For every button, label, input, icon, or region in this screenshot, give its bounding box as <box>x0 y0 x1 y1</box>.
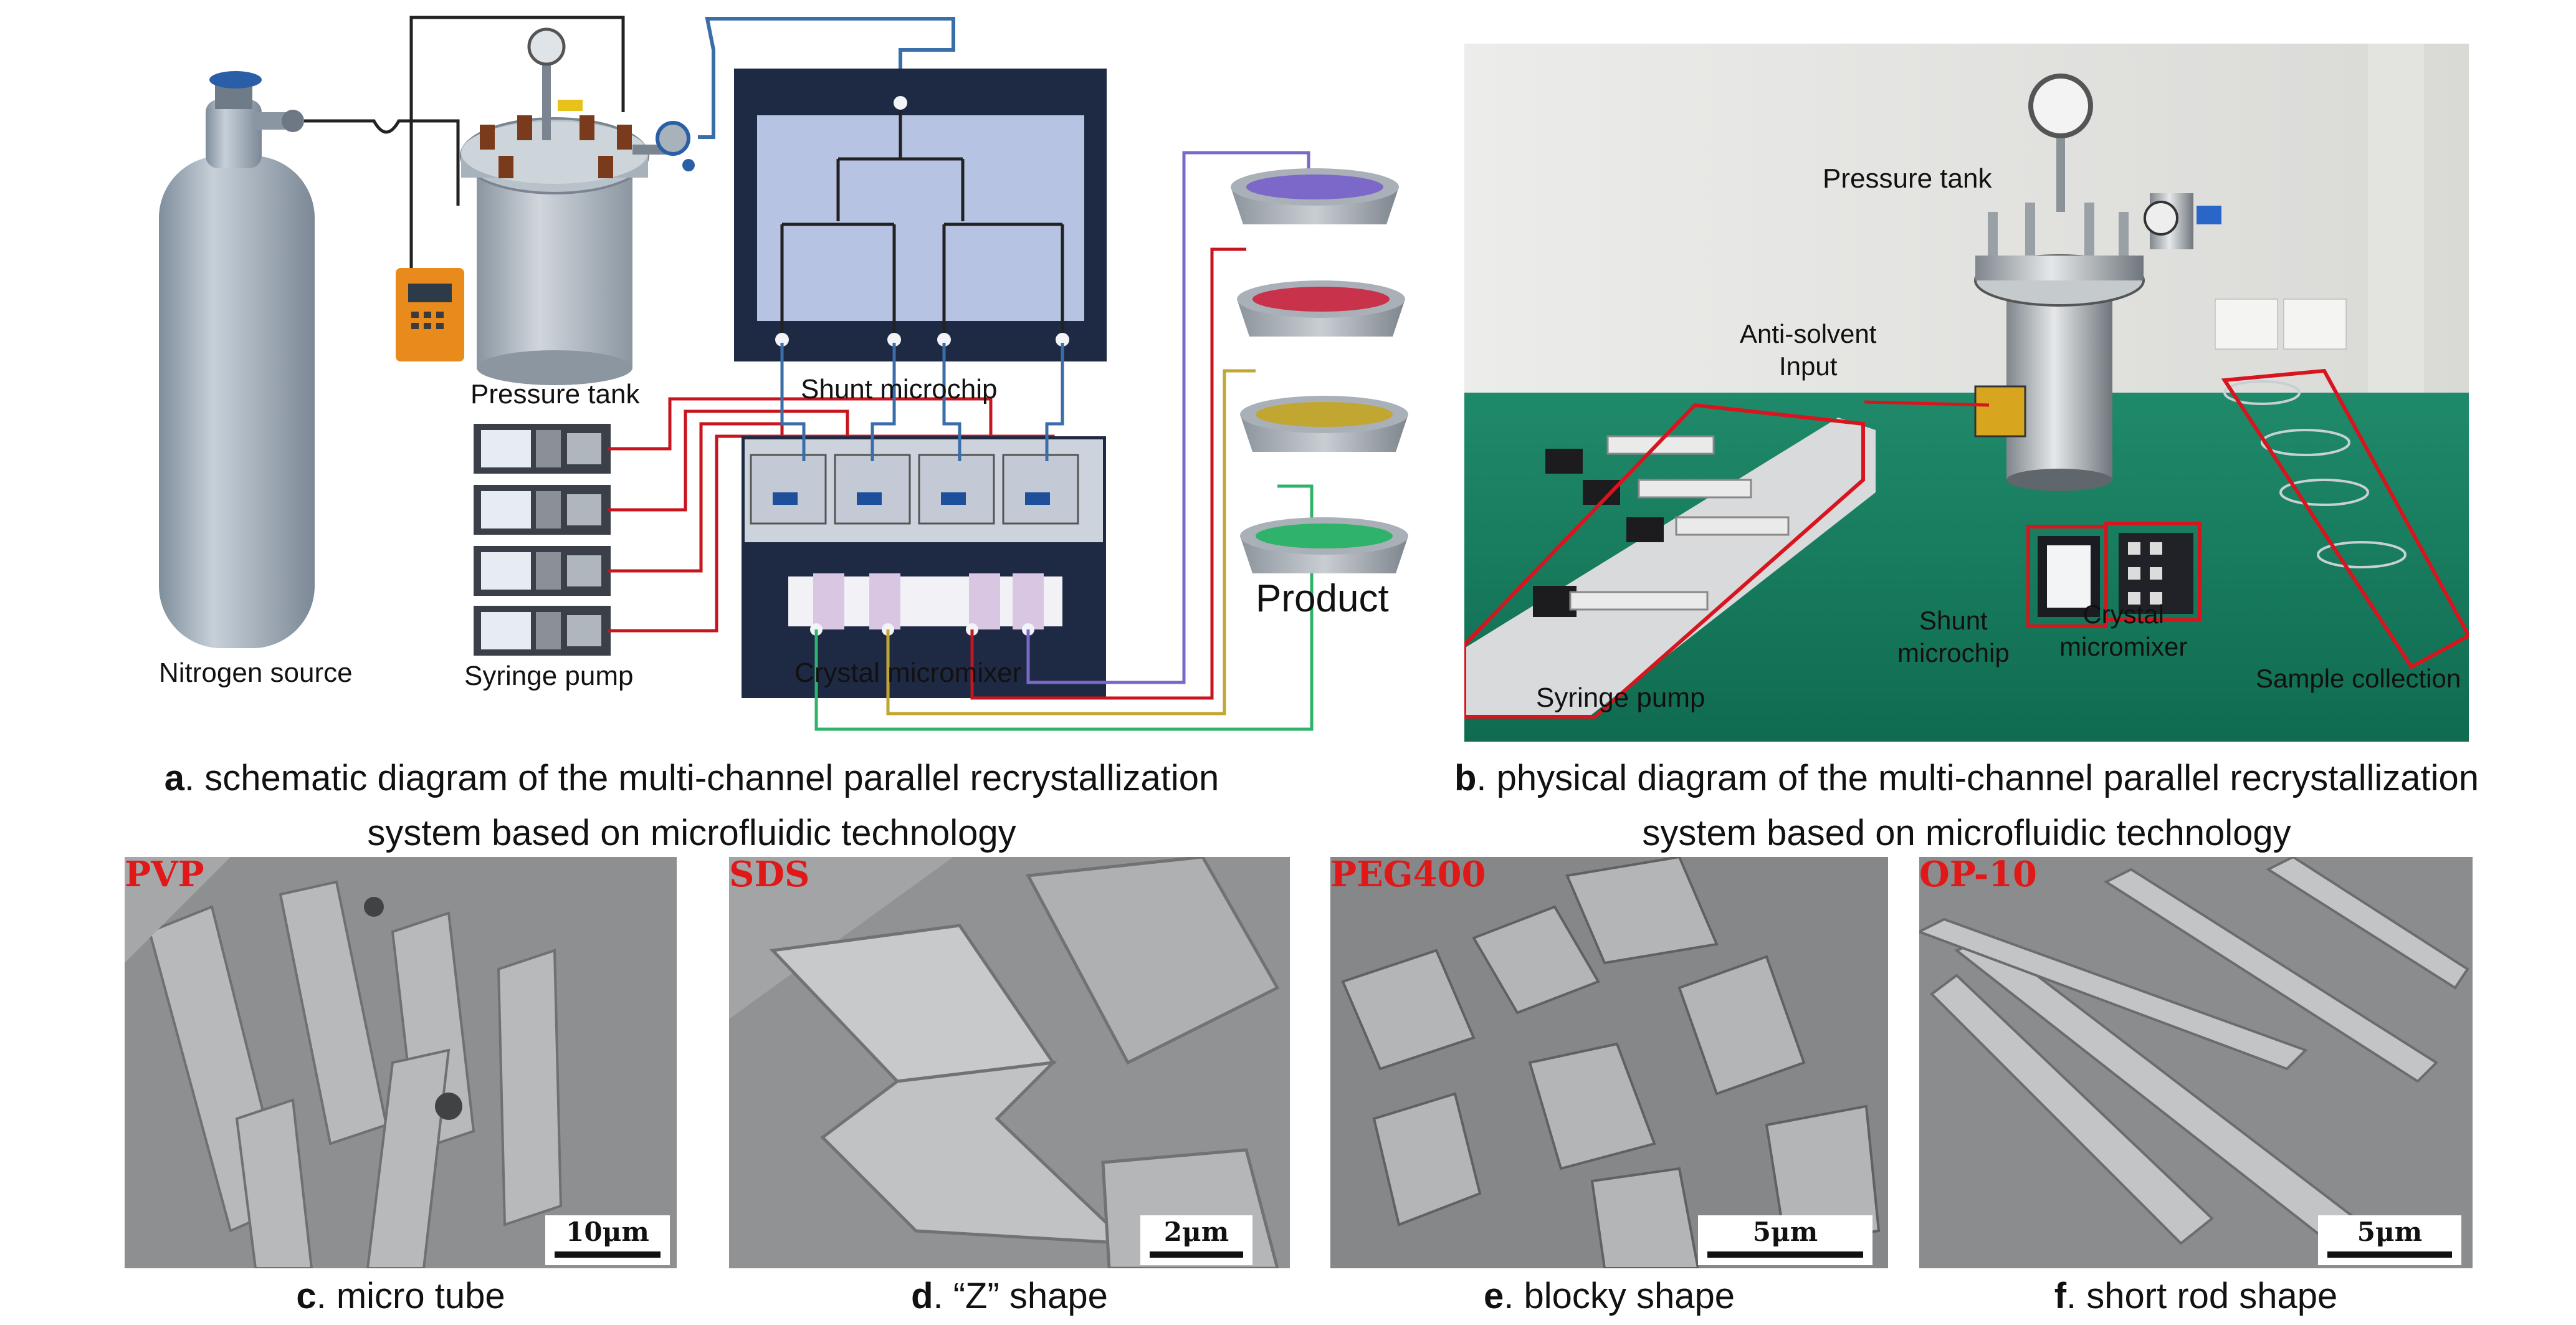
photo-pressure-tank-icon <box>1974 74 2221 491</box>
sem-label-pvp: PVP <box>125 854 204 895</box>
scale-label-e: 5μm <box>1752 1217 1818 1247</box>
shunt-microchip-icon <box>734 69 1107 361</box>
crystal-micromixer-icon <box>742 436 1106 698</box>
sem-image-pvp <box>125 857 677 1268</box>
product-dishes-icon <box>1231 168 1408 573</box>
sem-label-peg400: PEG400 <box>1330 854 1486 895</box>
label-sample-collection: Sample collection <box>2256 664 2461 693</box>
label-shunt-microchip-a: Shunt microchip <box>801 374 998 404</box>
scale-label-c: 10μm <box>566 1217 649 1247</box>
nitrogen-cylinder-icon <box>159 71 315 648</box>
schematic-diagram <box>159 16 1408 731</box>
physical-system-photo <box>1464 44 2469 742</box>
sem-label-sds: SDS <box>729 854 810 895</box>
scale-bar-e <box>1707 1251 1863 1258</box>
scale-bar-c <box>555 1251 661 1258</box>
label-product: Product <box>1256 577 1389 620</box>
caption-b: b. physical diagram of the multi-channel… <box>1454 758 2479 853</box>
sem-label-op10: OP-10 <box>1919 854 2037 895</box>
label-pressure-tank-a: Pressure tank <box>470 379 640 409</box>
scale-label-f: 5μm <box>2357 1217 2423 1247</box>
label-syringe-pump-b: Syringe pump <box>1536 682 1705 713</box>
scale-label-d: 2μm <box>1163 1217 1229 1247</box>
scale-bar-f <box>2327 1251 2452 1258</box>
label-crystal-micromixer-a: Crystal micromixer <box>794 658 1022 688</box>
sem-image-peg400 <box>1330 857 1888 1268</box>
caption-f: f. short rod shape <box>2054 1276 2338 1316</box>
photo-beakers-icon <box>2223 380 2407 568</box>
scale-bar-d <box>1150 1251 1243 1258</box>
sem-image-op10 <box>1919 857 2473 1268</box>
photo-syringe-pump-icon <box>1464 418 1876 717</box>
caption-e: e. blocky shape <box>1483 1276 1735 1316</box>
label-syringe-pump-a: Syringe pump <box>464 661 634 691</box>
pressure-tank-icon <box>460 27 695 385</box>
sem-image-sds <box>729 857 1290 1268</box>
pressure-controller-icon <box>396 268 464 361</box>
syringe-pumps-icon <box>474 424 611 656</box>
caption-a: a. schematic diagram of the multi-channe… <box>164 758 1219 853</box>
label-nitrogen-source: Nitrogen source <box>159 658 353 688</box>
caption-d: d. “Z” shape <box>911 1276 1108 1316</box>
caption-c: c. micro tube <box>296 1276 505 1316</box>
label-pressure-tank-b: Pressure tank <box>1823 163 1992 194</box>
